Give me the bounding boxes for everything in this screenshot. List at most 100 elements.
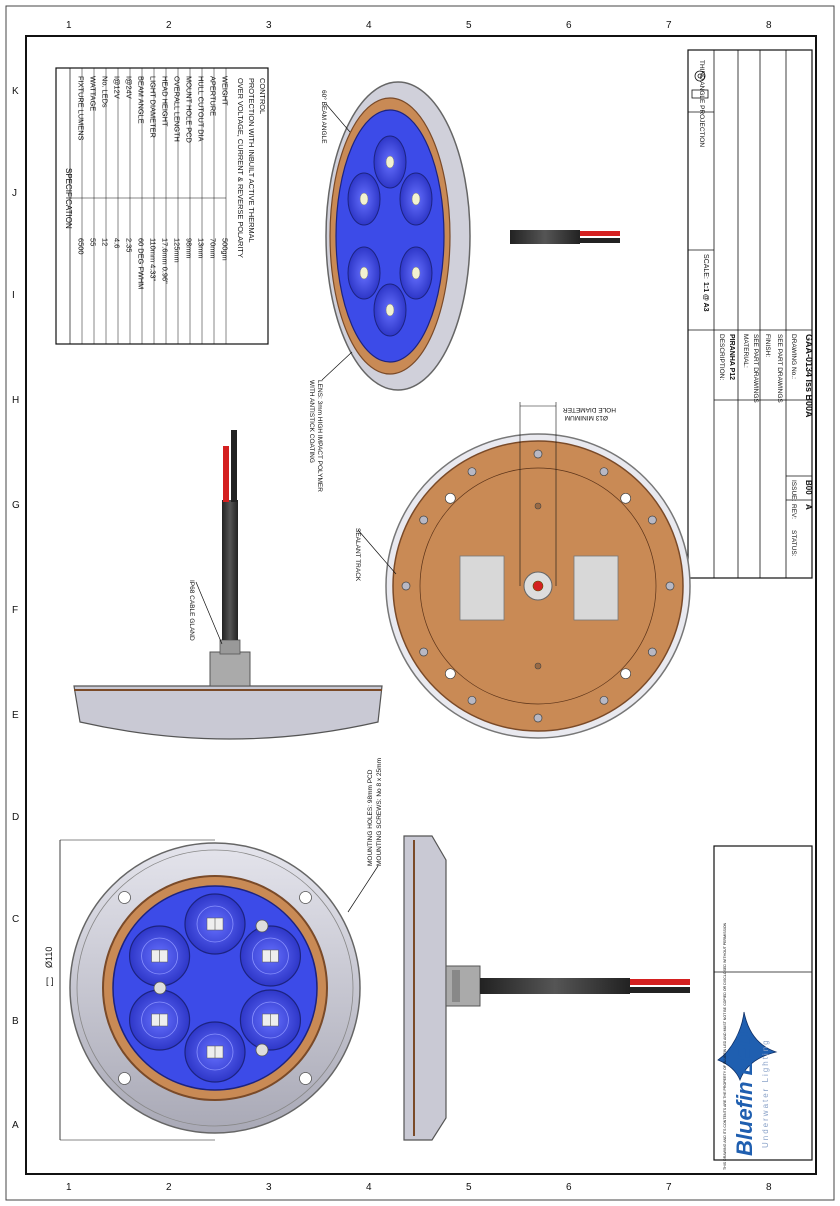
rear-screw bbox=[419, 647, 429, 657]
svg-text:[ ]: [ ] bbox=[46, 976, 54, 986]
black-wire-upper bbox=[231, 430, 237, 502]
rear-mounting-hole bbox=[444, 492, 456, 504]
cable-gland-upper bbox=[209, 651, 251, 687]
side-housing-lower bbox=[403, 835, 447, 1141]
rear-view: Ø13 MINIMUM HOLE DIAMETER SEALANT TRACK bbox=[354, 402, 691, 739]
rear-mounting-hole bbox=[620, 492, 632, 504]
mounting-hole bbox=[299, 1072, 312, 1085]
black-wire-lower bbox=[630, 987, 690, 993]
spec-row-label: BEAM ANGLE bbox=[137, 76, 146, 124]
hole-diameter-label: HOLE DIAMETER bbox=[563, 406, 616, 413]
hole-min-label: Ø13 MINIMUM bbox=[565, 414, 608, 421]
spec-row-label: WEIGHT bbox=[221, 76, 230, 106]
cable-lower bbox=[480, 978, 630, 994]
spec-row-label: MOUNT HOLE PCD bbox=[185, 76, 194, 143]
title-block-frame bbox=[687, 49, 813, 579]
mounting-screws-label: MOUNTING SCREWS: No 8 x 25mm bbox=[376, 758, 383, 866]
cable-upper bbox=[222, 500, 238, 640]
grid-number: 1 bbox=[66, 1182, 72, 1193]
side-housing-upper bbox=[73, 685, 383, 740]
spec-row-label: HULL CUTOUT DIA bbox=[197, 76, 206, 142]
rear-screw bbox=[401, 581, 411, 591]
front-led-array bbox=[128, 893, 302, 1083]
lens-label-line1: LENS: 3mm HIGH IMPACT POLYMER bbox=[316, 380, 323, 492]
material-label: MATERIAL: bbox=[742, 334, 749, 368]
drawing-number-value: GAA-0134 Iss B00A bbox=[804, 334, 814, 418]
spec-note-line: PROTECTION WITH INBUILT ACTIVE THERMAL bbox=[247, 78, 256, 243]
rear-screw bbox=[533, 713, 543, 723]
drawing-number-label: DRAWING No.: bbox=[790, 334, 797, 379]
grid-number: 2 bbox=[166, 1182, 172, 1193]
iso-led-chip bbox=[411, 192, 421, 206]
brand-name: Bluefin LED bbox=[732, 1031, 757, 1156]
front-mounting-screws bbox=[118, 891, 312, 1085]
finish-value: SEE PART DRAWINGS bbox=[776, 334, 783, 403]
mounting-holes-label: MOUNTING HOLES: 98mm PCD bbox=[367, 769, 374, 866]
grid-letter: K bbox=[12, 86, 19, 97]
bluefin-fin-icon bbox=[717, 1011, 778, 1082]
issue-value: B00 bbox=[804, 480, 813, 495]
cable-gland-leader bbox=[195, 581, 223, 645]
mounting-hole bbox=[118, 891, 131, 904]
spec-row-value: 13mm bbox=[197, 238, 206, 259]
rev-label: REV: bbox=[790, 504, 797, 519]
grid-letter: J bbox=[12, 188, 17, 199]
description-value: PIRANHA P12 bbox=[728, 334, 735, 380]
grid-letter: F bbox=[12, 605, 18, 616]
iso-led-chip bbox=[359, 192, 369, 206]
spec-row-label: OVERALL LENGTH bbox=[173, 76, 182, 142]
rear-screw bbox=[599, 467, 609, 477]
spec-note-line: OVER VOLTAGE, CURRENT & REVERSE POLARITY bbox=[236, 78, 245, 258]
grid-letter: D bbox=[12, 812, 19, 823]
rear-screw bbox=[599, 695, 609, 705]
grid-letter: A bbox=[12, 1120, 19, 1131]
title-block: THIRD ANGLE PROJECTION SCALE: 1:1 @ A3 D… bbox=[687, 49, 814, 579]
grid-letter: G bbox=[12, 500, 20, 511]
finish-label: FINISH: bbox=[764, 334, 771, 357]
spec-row-value: 70mm bbox=[209, 238, 218, 259]
spec-row-value: 125mm bbox=[173, 238, 182, 263]
cable-gland-label: IP68 CABLE GLAND bbox=[188, 580, 195, 641]
side-view-lower bbox=[403, 835, 690, 1141]
cable-gland-lower bbox=[445, 965, 481, 1007]
spec-table-frame bbox=[55, 67, 269, 345]
rear-mounting-hole bbox=[444, 668, 456, 680]
material-value: SEE PART DRAWINGS bbox=[752, 334, 759, 403]
rear-screw bbox=[665, 581, 675, 591]
spec-row-value: 2.35 bbox=[125, 238, 134, 252]
spec-note-line: CONTROL bbox=[258, 78, 267, 114]
rear-screw bbox=[467, 695, 477, 705]
spec-row-label: No. LEDs bbox=[101, 76, 110, 108]
scale-value: 1:1 @ A3 bbox=[702, 282, 709, 312]
beam-angle-leader bbox=[325, 103, 351, 133]
spec-row-label: LIGHT DIAMETER bbox=[149, 76, 158, 138]
mounting-hole bbox=[118, 1072, 131, 1085]
red-wire-upper bbox=[223, 446, 229, 502]
side-view-upper: IP68 CABLE GLAND bbox=[73, 430, 383, 740]
sealant-track bbox=[419, 467, 657, 705]
rear-screws bbox=[401, 449, 675, 723]
grid-letter: E bbox=[12, 710, 19, 721]
spec-row-label: I@24V bbox=[125, 76, 134, 99]
grid-number: 4 bbox=[366, 1182, 372, 1193]
iso-led-array bbox=[347, 135, 433, 337]
description-label: DESCRIPTION: bbox=[718, 334, 725, 380]
rear-screw bbox=[647, 515, 657, 525]
projection-label: THIRD ANGLE PROJECTION bbox=[698, 60, 705, 147]
rear-screw bbox=[533, 449, 543, 459]
spec-title: SPECIFICATION bbox=[64, 168, 73, 229]
isometric-view: 60° BEAM ANGLE LENS: 3mm HIGH IMPACT POL… bbox=[308, 81, 620, 492]
grid-number: 8 bbox=[766, 1182, 772, 1193]
grid-letter: B bbox=[12, 1016, 19, 1027]
status-label: STATUS: bbox=[790, 530, 797, 557]
grid-number: 7 bbox=[666, 1182, 672, 1193]
bluefin-logo: Bluefin LED Underwater Lighting bbox=[717, 1011, 778, 1156]
grid-number: 3 bbox=[266, 20, 272, 31]
spec-row-value: 55 bbox=[89, 238, 98, 246]
logo-block-frame bbox=[713, 845, 813, 1161]
spec-row-value: 98mm bbox=[185, 238, 194, 259]
spec-row-value: 500gm bbox=[221, 238, 230, 261]
spec-table-grid bbox=[69, 68, 227, 344]
